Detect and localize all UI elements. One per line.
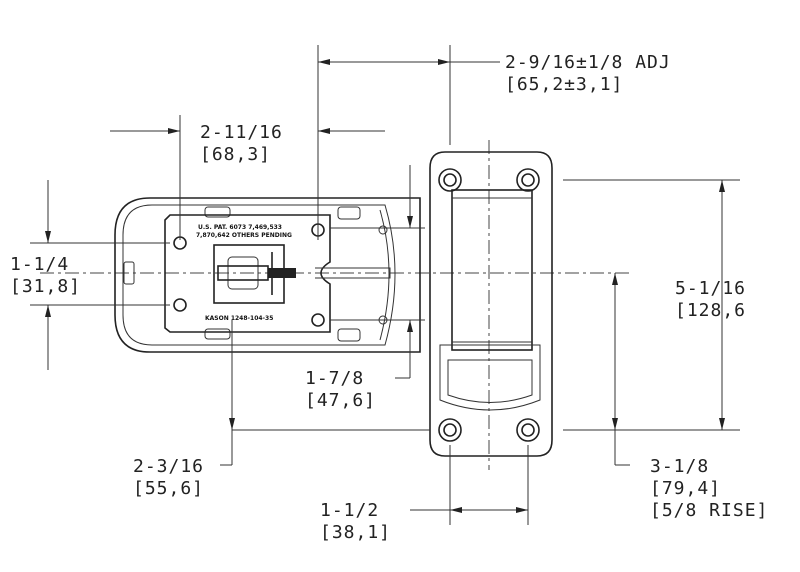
bottom-width-metric: [38,1] — [320, 522, 392, 543]
lower-offset-dimension: 2-3/16[55,6] — [133, 456, 204, 500]
left-height-dimension: 1-1/4[31,8] — [10, 254, 81, 298]
bolt-hole — [516, 418, 540, 442]
top-width-metric: [68,3] — [200, 144, 272, 165]
hinge-plate — [429, 151, 553, 457]
bolt-hole — [438, 168, 462, 192]
bottom-width-imperial: 1-1/2 — [320, 500, 380, 521]
body-height-metric: [47,6] — [305, 390, 377, 411]
bottom-width-dimension: 1-1/2[38,1] — [320, 500, 391, 544]
left-height-metric: [31,8] — [10, 276, 82, 297]
rise-dimension: 3-1/8[79,4][5/8 RISE] — [650, 456, 768, 522]
adj-imperial: 2-9/16±1/8 ADJ — [505, 52, 671, 73]
rise-imperial: 3-1/8 — [650, 456, 710, 477]
left-height-imperial: 1-1/4 — [10, 254, 70, 275]
overall-height-dimension: 5-1/16[128,6 — [675, 278, 746, 322]
overall-height-metric: [128,6 — [675, 300, 747, 321]
rise-note: [5/8 RISE] — [650, 500, 769, 521]
arrowheads — [45, 59, 725, 513]
bolt-hole — [516, 168, 540, 192]
bolt-hole — [438, 418, 462, 442]
dimension-lines — [30, 45, 740, 525]
top-width-dimension: 2-11/16[68,3] — [200, 122, 283, 166]
part-number-text: KASON 1248-104-35 — [205, 315, 273, 322]
body-height-dimension: 1-7/8[47,6] — [305, 368, 376, 412]
overall-height-imperial: 5-1/16 — [675, 278, 747, 299]
top-width-imperial: 2-11/16 — [200, 122, 283, 143]
lower-offset-imperial: 2-3/16 — [133, 456, 205, 477]
patent-text-1: U.S. PAT. 6073 7,469,533 — [198, 224, 282, 231]
adj-metric: [65,2±3,1] — [505, 74, 624, 95]
rise-metric: [79,4] — [650, 478, 722, 499]
patent-text-2: 7,870,642 OTHERS PENDING — [196, 232, 292, 239]
adj-dimension: 2-9/16±1/8 ADJ[65,2±3,1] — [505, 52, 671, 96]
body-height-imperial: 1-7/8 — [305, 368, 365, 389]
latch-body: U.S. PAT. 6073 7,469,533 7,870,642 OTHER… — [114, 197, 421, 353]
lower-offset-metric: [55,6] — [133, 478, 205, 499]
